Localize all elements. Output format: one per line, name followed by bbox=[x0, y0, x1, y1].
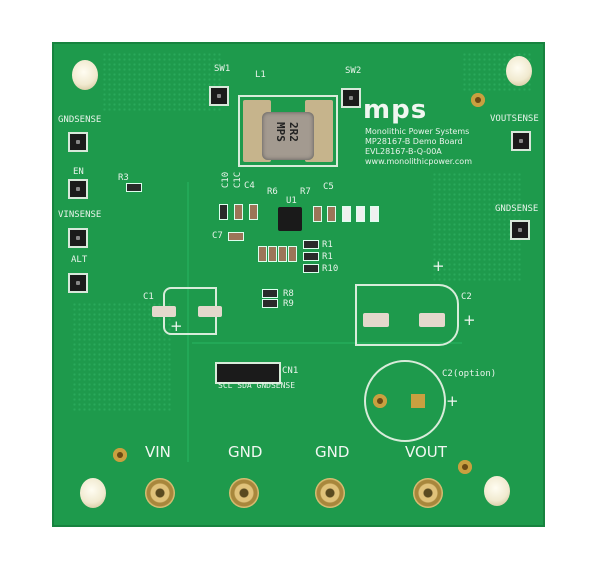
test-point-voutsense[interactable] bbox=[511, 131, 531, 151]
label-r9: R9 bbox=[283, 299, 294, 309]
test-point-sw2[interactable] bbox=[341, 88, 361, 108]
label-en: EN bbox=[73, 167, 84, 177]
through-hole-pad bbox=[373, 394, 387, 408]
polarity-plus: + bbox=[446, 392, 459, 410]
label-vin: VIN bbox=[145, 443, 171, 461]
capacitor bbox=[219, 204, 228, 220]
terminal-vout[interactable] bbox=[413, 478, 443, 508]
label-r1: R1 bbox=[322, 240, 333, 250]
mounting-hole bbox=[72, 60, 98, 90]
inductor-marking: 2R2 bbox=[287, 122, 300, 142]
via-field bbox=[432, 172, 522, 282]
through-hole-pad-square bbox=[411, 394, 425, 408]
resistor-r8 bbox=[262, 289, 278, 298]
label-r1: R1 bbox=[322, 252, 333, 262]
capacitor bbox=[234, 204, 243, 220]
info-part-number: EVL28167-B-Q-00A bbox=[365, 147, 442, 156]
test-point-vinsense[interactable] bbox=[68, 228, 88, 248]
label-l1: L1 bbox=[255, 70, 266, 80]
board-info: Monolithic Power Systems MP28167-B Demo … bbox=[365, 127, 472, 167]
label-vout: VOUT bbox=[405, 443, 447, 461]
label-r3: R3 bbox=[118, 173, 129, 183]
label-cn1: CN1 bbox=[282, 366, 299, 376]
label-c1c: C1C bbox=[233, 171, 244, 189]
gold-via bbox=[471, 93, 485, 107]
gold-via bbox=[458, 460, 472, 474]
capacitor-footprint bbox=[356, 206, 365, 222]
capacitor-c7 bbox=[228, 232, 244, 241]
capacitor-footprint bbox=[370, 206, 379, 222]
label-gnd: GND bbox=[315, 443, 350, 461]
inductor-l1: 2R2 MPS bbox=[262, 112, 314, 160]
label-r6: R6 bbox=[267, 187, 278, 197]
test-point-sw1[interactable] bbox=[209, 86, 229, 106]
capacitor-c1-pad bbox=[152, 306, 176, 317]
label-c7: C7 bbox=[212, 231, 223, 241]
capacitor bbox=[313, 206, 322, 222]
connector-cn1[interactable] bbox=[215, 362, 281, 384]
label-gndsense-right: GNDSENSE bbox=[495, 204, 539, 214]
mounting-hole bbox=[506, 56, 532, 86]
capacitor-c2-pad bbox=[363, 313, 389, 327]
resistor-r10 bbox=[303, 264, 319, 273]
gold-via bbox=[113, 448, 127, 462]
label-c2: C2 bbox=[461, 292, 472, 302]
mounting-hole bbox=[484, 476, 510, 506]
inductor-marking: MPS bbox=[274, 122, 287, 142]
component bbox=[278, 246, 287, 262]
polarity-plus: + bbox=[432, 257, 445, 275]
capacitor-c1-pad bbox=[198, 306, 222, 317]
test-point-en[interactable] bbox=[68, 179, 88, 199]
label-c2-option: C2(option) bbox=[442, 369, 497, 379]
via-field bbox=[102, 52, 222, 112]
label-c4: C4 bbox=[244, 181, 255, 191]
label-sw2: SW2 bbox=[345, 66, 362, 76]
via-field bbox=[72, 302, 172, 412]
capacitor bbox=[249, 204, 258, 220]
component bbox=[258, 246, 267, 262]
component bbox=[288, 246, 297, 262]
label-sw1: SW1 bbox=[214, 64, 231, 74]
label-r7: R7 bbox=[300, 187, 311, 197]
capacitor bbox=[327, 206, 336, 222]
trace bbox=[187, 182, 189, 462]
capacitor-c2-pad bbox=[419, 313, 445, 327]
resistor-r3 bbox=[126, 183, 142, 192]
label-voutsense: VOUTSENSE bbox=[490, 114, 539, 124]
mounting-hole bbox=[80, 478, 106, 508]
label-c1: C1 bbox=[143, 292, 154, 302]
info-board-name: MP28167-B Demo Board bbox=[365, 137, 463, 146]
info-company: Monolithic Power Systems bbox=[365, 127, 470, 136]
terminal-gnd[interactable] bbox=[229, 478, 259, 508]
component bbox=[268, 246, 277, 262]
label-r10: R10 bbox=[322, 264, 339, 274]
trace bbox=[192, 342, 462, 344]
test-point-gndsense[interactable] bbox=[68, 132, 88, 152]
label-r8: R8 bbox=[283, 289, 294, 299]
test-point-alt[interactable] bbox=[68, 273, 88, 293]
label-c10: C10 bbox=[221, 171, 232, 189]
mps-logo: mps bbox=[363, 95, 428, 125]
label-c5: C5 bbox=[323, 182, 334, 192]
label-vinsense: VINSENSE bbox=[58, 210, 102, 220]
resistor-r1 bbox=[303, 240, 319, 249]
polarity-plus: + bbox=[170, 317, 183, 335]
terminal-vin[interactable] bbox=[145, 478, 175, 508]
label-alt: ALT bbox=[71, 255, 88, 265]
label-gndsense-left: GNDSENSE bbox=[58, 115, 102, 125]
capacitor-c2-outline bbox=[355, 284, 459, 346]
test-point-gndsense-right[interactable] bbox=[510, 220, 530, 240]
label-cn1-pins: SCL SDA GNDSENSE bbox=[218, 381, 296, 390]
inductor-outline bbox=[238, 95, 338, 167]
capacitor-c2-option-outline bbox=[364, 360, 446, 442]
polarity-plus: + bbox=[463, 311, 476, 329]
info-website: www.monolithicpower.com bbox=[365, 157, 472, 166]
capacitor-footprint bbox=[342, 206, 351, 222]
label-gnd: GND bbox=[228, 443, 263, 461]
label-u1: U1 bbox=[286, 196, 297, 206]
resistor-r1 bbox=[303, 252, 319, 261]
ic-u1 bbox=[278, 207, 302, 231]
terminal-gnd[interactable] bbox=[315, 478, 345, 508]
resistor-r9 bbox=[262, 299, 278, 308]
